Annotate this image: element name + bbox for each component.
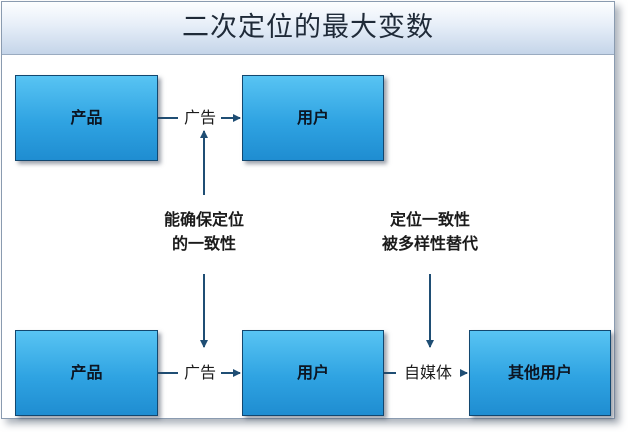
diagram-title: 二次定位的最大变数 [182, 12, 434, 43]
node-product-bottom-label: 产品 [70, 363, 103, 382]
note-left: 能确保定位 的一致性 [144, 210, 264, 254]
note-left-line2: 的一致性 [171, 234, 236, 253]
edge-label-self-media: 自媒体 [397, 363, 459, 383]
node-other-users-label: 其他用户 [507, 363, 572, 382]
node-user-top: 用户 [242, 75, 384, 161]
note-right: 定位一致性 被多样性替代 [363, 210, 497, 254]
note-right-line2: 被多样性替代 [381, 234, 478, 253]
node-product-bottom: 产品 [15, 330, 158, 416]
edge-label-ad-bottom: 广告 [180, 363, 220, 383]
node-user-bottom: 用户 [242, 330, 384, 416]
node-user-top-label: 用户 [296, 108, 329, 127]
note-left-line1: 能确保定位 [163, 210, 244, 229]
node-product-top-label: 产品 [70, 108, 103, 127]
note-right-line1: 定位一致性 [389, 210, 470, 229]
diagram-frame: 二次定位的最大变数 产品 用户 产品 用户 其他用户 [1, 1, 615, 419]
node-user-bottom-label: 用户 [296, 363, 329, 382]
connectors [158, 114, 468, 377]
title-bar: 二次定位的最大变数 [2, 2, 614, 55]
node-other-users: 其他用户 [469, 330, 611, 416]
edge-label-ad-top: 广告 [180, 108, 220, 128]
node-product-top: 产品 [15, 75, 158, 161]
